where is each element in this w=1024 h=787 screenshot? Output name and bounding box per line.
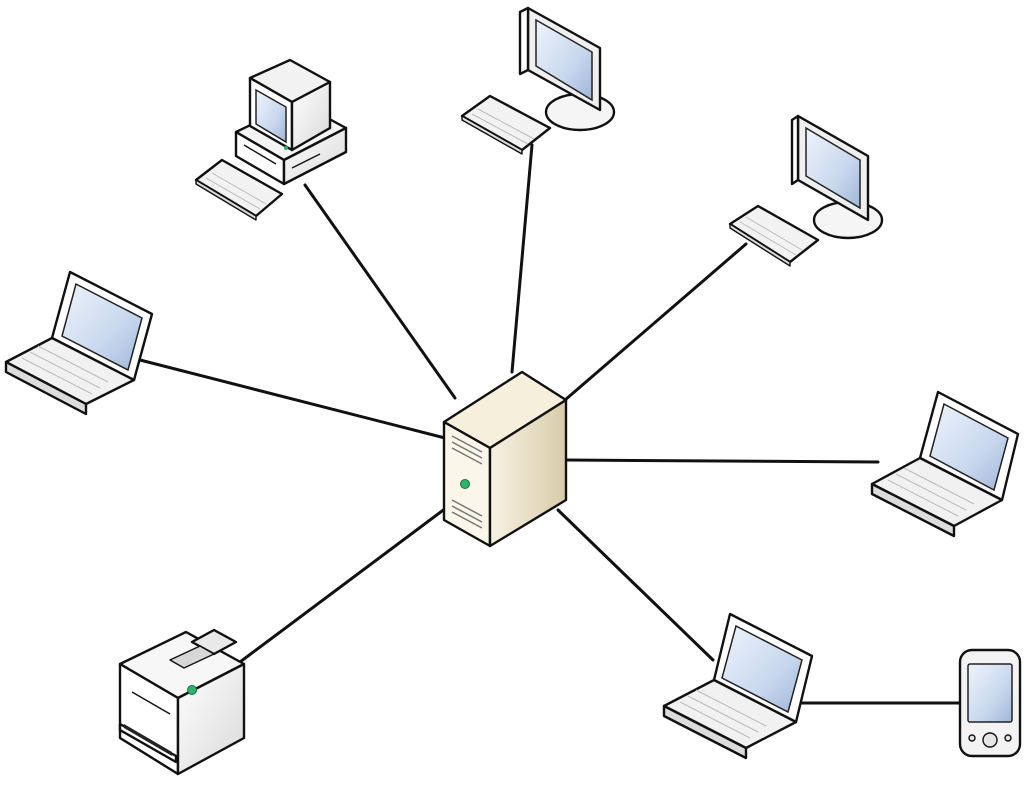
link-server-monitor-right <box>563 242 748 402</box>
printer-status-indicator <box>187 685 197 695</box>
server-power-indicator <box>460 479 470 489</box>
link-server-laptop-right <box>564 458 880 464</box>
flat-monitor-workstation-icon-right <box>728 114 884 267</box>
printer-icon <box>118 628 246 776</box>
pda-handheld-icon <box>958 648 1022 758</box>
laptop-icon-bottom-right <box>662 612 814 760</box>
link-server-monitor-top <box>510 143 534 374</box>
laptop-icon-left <box>4 270 154 416</box>
desktop-computer-icon <box>194 58 348 221</box>
server-tower-icon <box>442 370 568 548</box>
connection-lines <box>138 143 964 705</box>
flat-monitor-workstation-icon-top <box>460 6 616 155</box>
link-server-desktop-crt <box>303 183 457 400</box>
link-server-laptop-bottom-right <box>556 508 715 662</box>
laptop-icon-right <box>870 390 1020 538</box>
link-server-laptop-left <box>138 358 447 440</box>
link-server-printer <box>230 506 448 670</box>
